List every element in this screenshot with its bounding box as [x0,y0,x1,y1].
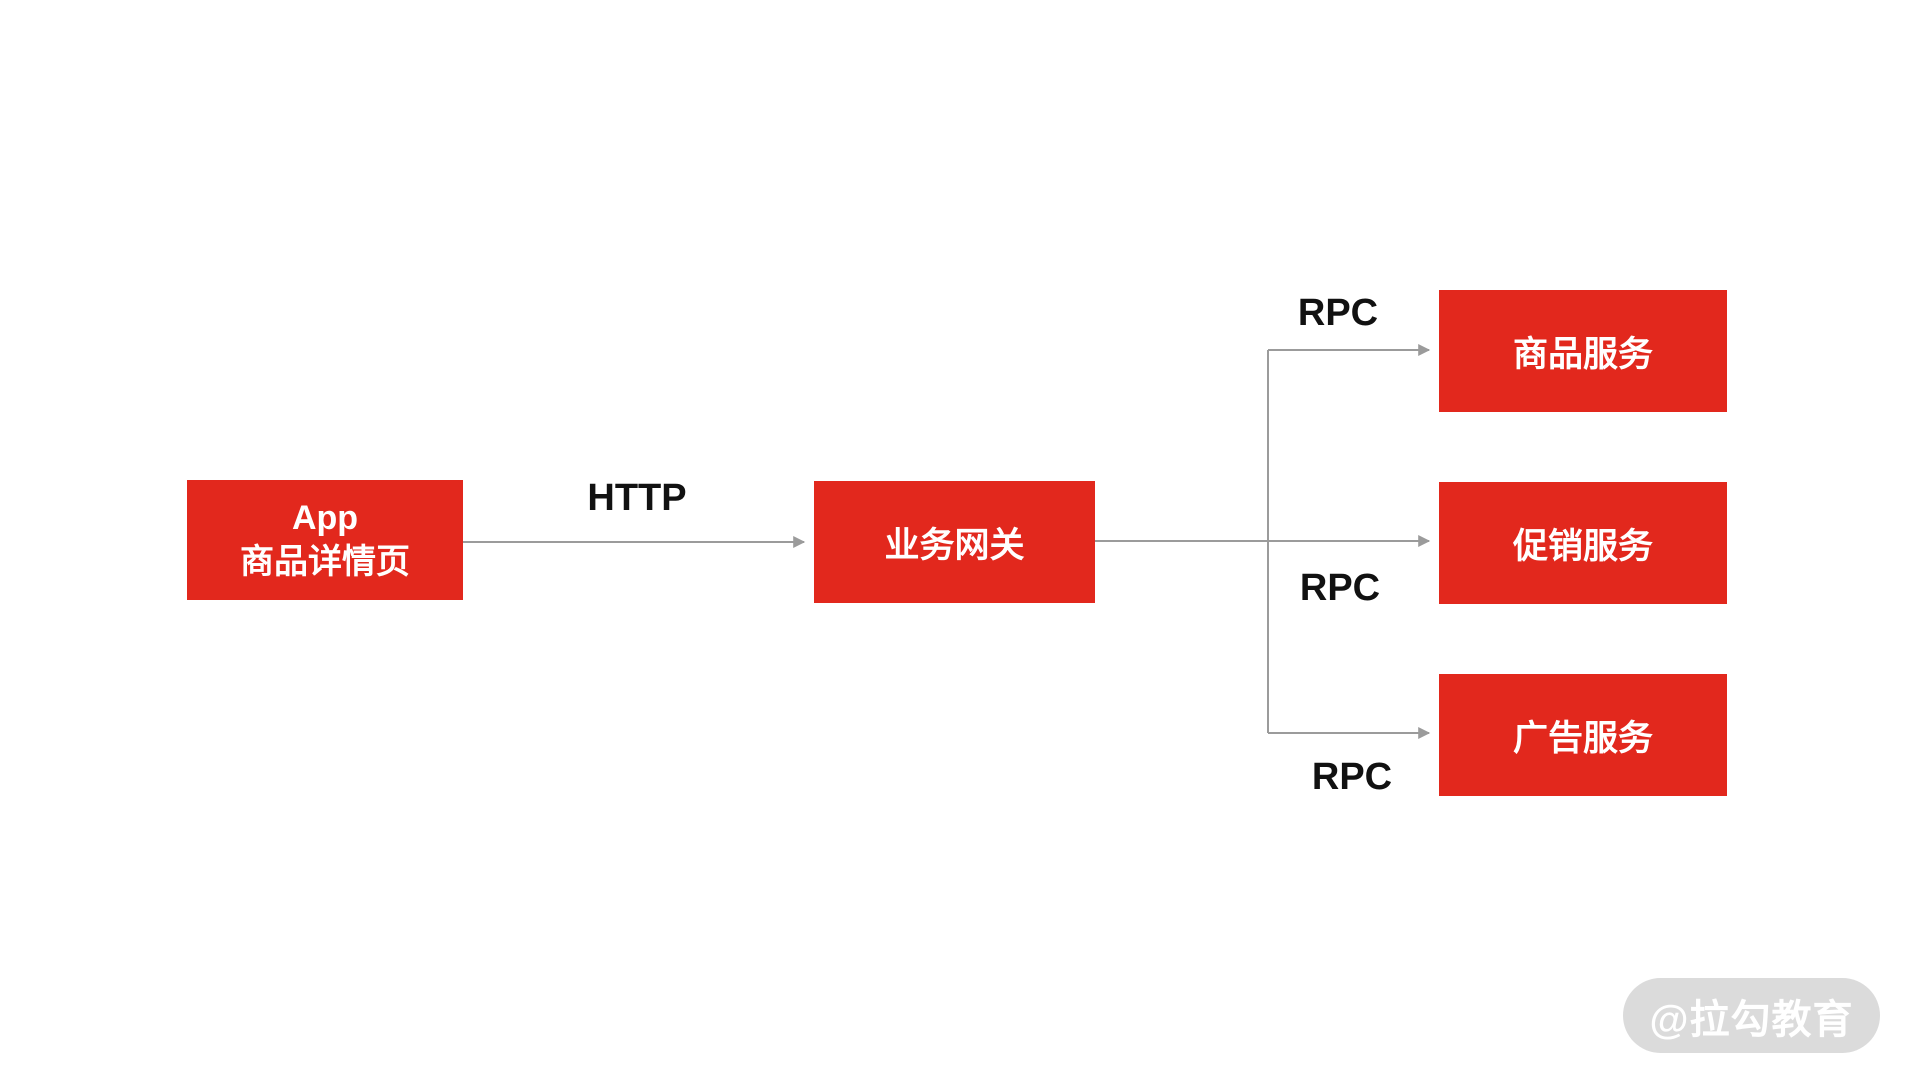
edge-label-rpc-bottom: RPC [1311,756,1393,798]
service-node-advertising: 广告服务 [1439,674,1727,796]
service-node-goods-label: 商品服务 [1512,334,1653,374]
edge-label-http: HTTP [587,477,687,519]
service-node-promotion: 促销服务 [1439,482,1727,604]
service-node-promotion-label: 促销服务 [1512,526,1653,566]
service-node-advertising-label: 广告服务 [1512,718,1653,758]
gateway-node-label: 业务网关 [884,525,1025,565]
gateway-node: 业务网关 [814,481,1095,603]
watermark-badge: @拉勾教育 [1623,978,1880,1053]
service-node-goods: 商品服务 [1439,290,1727,412]
watermark-text: @拉勾教育 [1649,997,1854,1042]
app-node: App 商品详情页 [187,480,463,600]
app-node-title: App [291,499,359,537]
edge-label-rpc-middle: RPC [1299,567,1381,609]
app-node-subtitle: 商品详情页 [240,543,410,581]
edge-label-rpc-top: RPC [1297,292,1379,334]
